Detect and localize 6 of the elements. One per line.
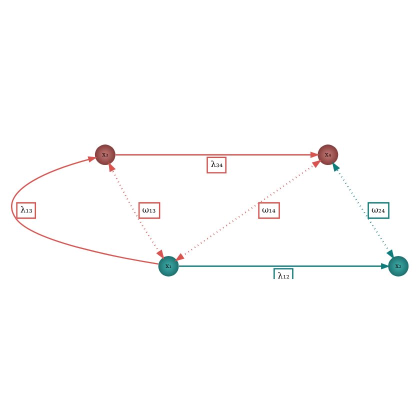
edge-label: λ₁₃: [20, 204, 32, 214]
edge-label: ω₁₃: [142, 204, 156, 214]
edge-label: λ₃₄: [210, 158, 223, 169]
edge-label: ω₂₄: [371, 204, 385, 214]
edge-label: λ₁₂: [278, 270, 290, 280]
edge-label: ω₁₄: [262, 204, 276, 214]
